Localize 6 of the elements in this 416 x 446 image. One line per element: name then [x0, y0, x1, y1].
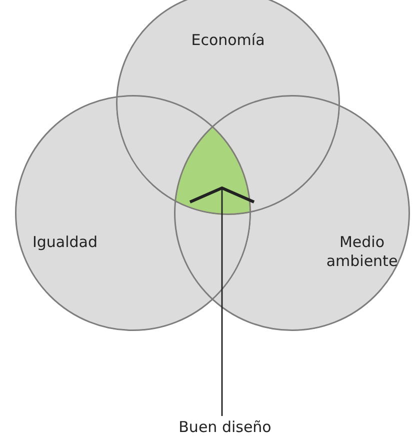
circle-label: Economía — [190, 31, 266, 50]
overlap-region — [174, 126, 251, 215]
leader-arrow — [188, 186, 256, 416]
label-text: Buen diseño — [155, 418, 295, 437]
circle-label: Medio ambiente — [325, 233, 399, 271]
circle-label: Igualdad — [31, 233, 99, 252]
